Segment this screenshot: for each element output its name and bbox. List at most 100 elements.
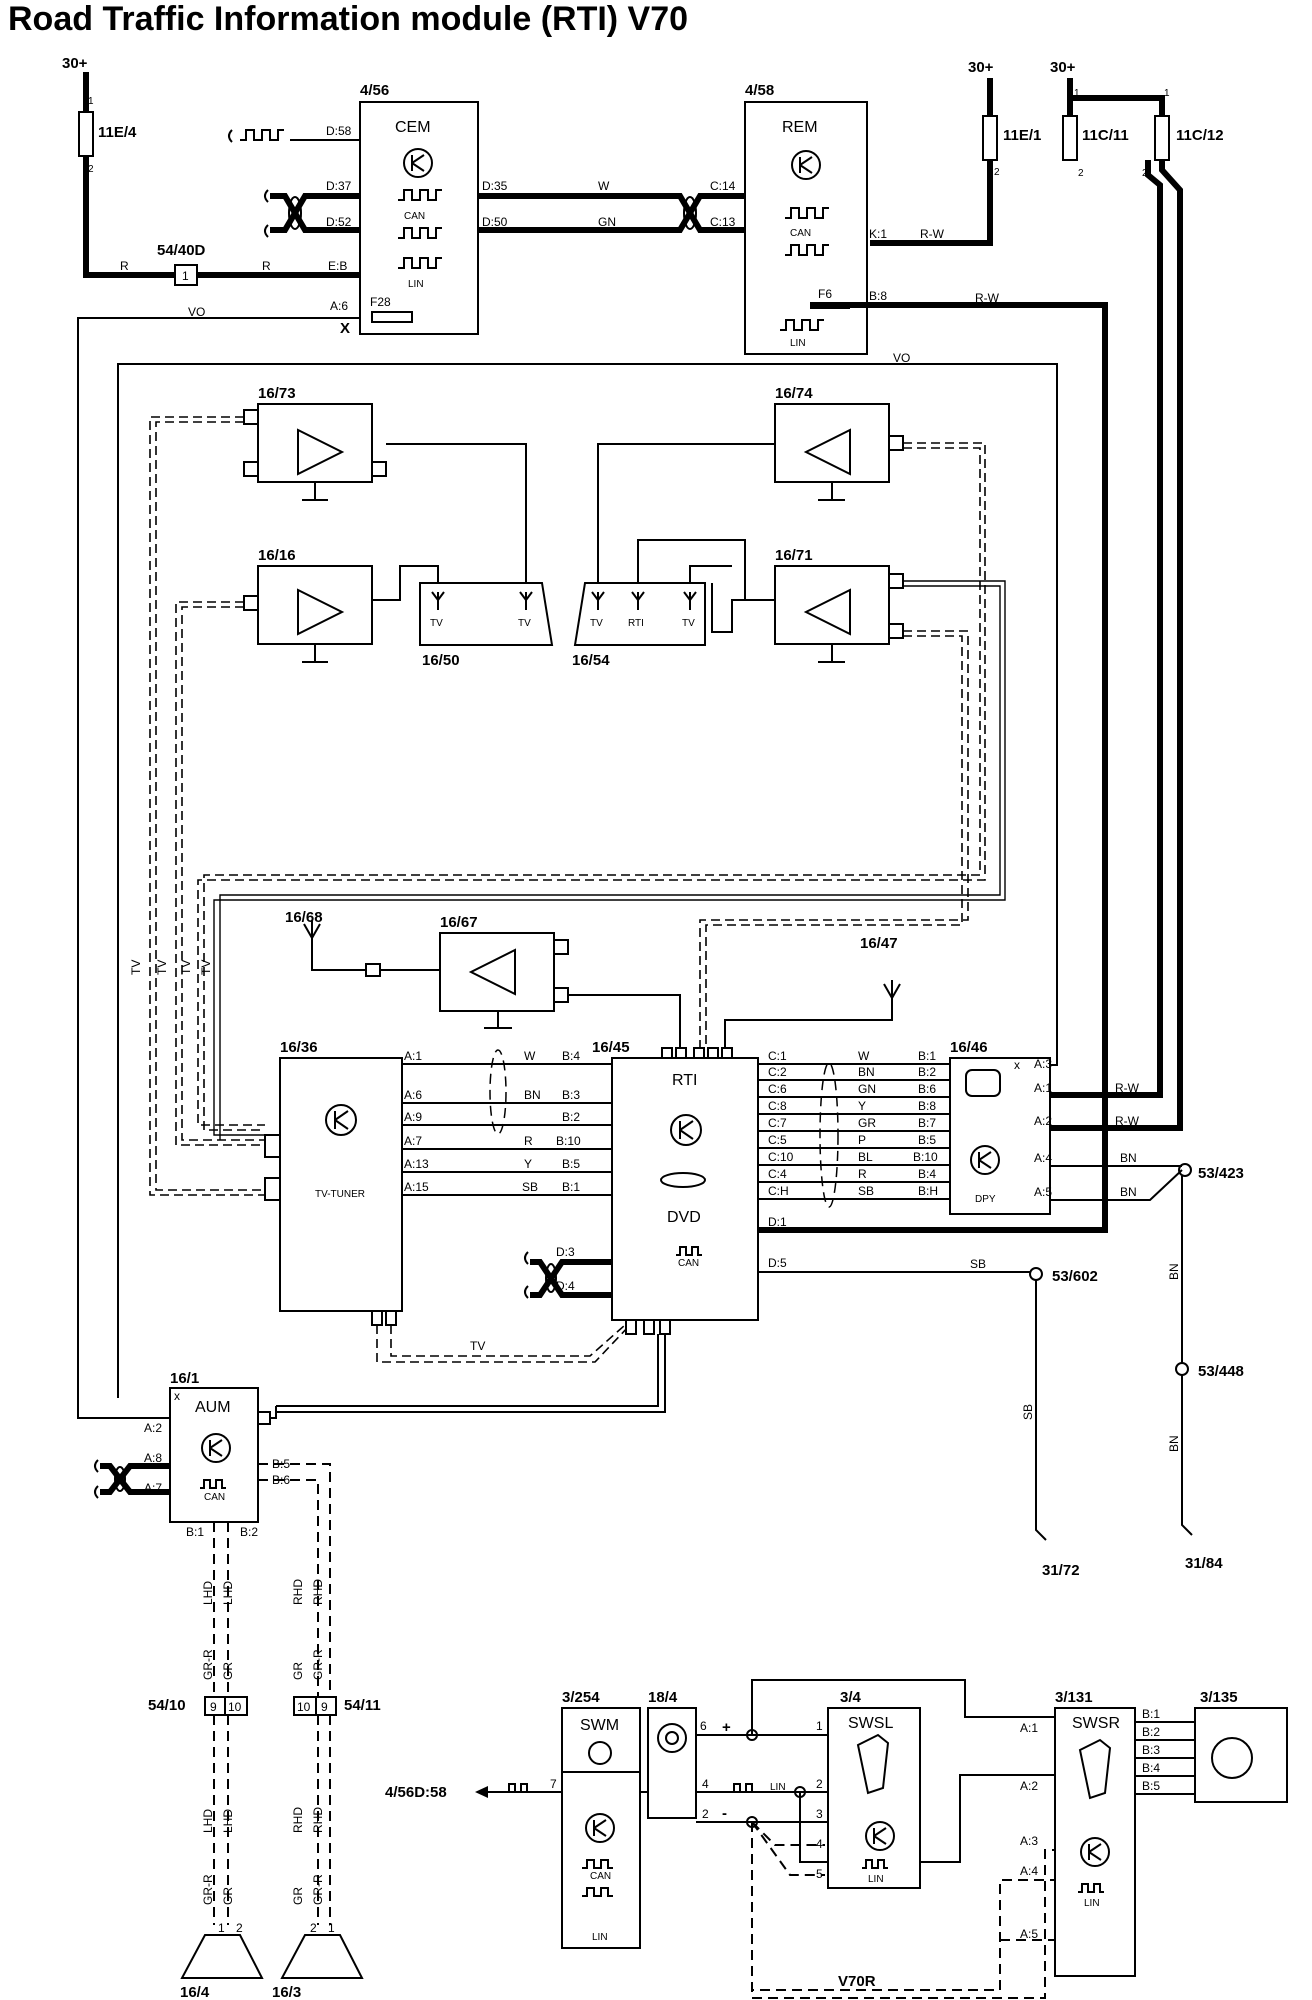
module-name: RTI xyxy=(672,1072,697,1089)
pin-label: A:5 xyxy=(1034,1185,1052,1199)
antenna-module xyxy=(573,582,706,646)
pin-label: K:1 xyxy=(869,227,887,241)
pin-label: B:8 xyxy=(918,1099,936,1113)
amp-box xyxy=(257,403,373,483)
external-ref: 4/56D:58 xyxy=(385,1784,447,1801)
module-id: 16/54 xyxy=(572,652,610,669)
connector-pin: 1 xyxy=(182,269,189,283)
module-id: 16/4 xyxy=(180,1984,210,2000)
transistor-icon xyxy=(334,1110,349,1130)
pin-label: 2 xyxy=(702,1807,709,1821)
cruise-switch-icon xyxy=(1211,1737,1253,1779)
wire-color: GN xyxy=(858,1082,876,1096)
supply-11c: 30+ 1 1 11C/11 2 11C/12 2 xyxy=(1050,59,1224,1131)
steering-wheel-icon xyxy=(588,1741,612,1765)
amplifier-16-74: 16/74 xyxy=(597,385,904,583)
ground-label: 31/84 xyxy=(1185,1555,1223,1572)
amplifier-icon xyxy=(468,948,516,996)
pin-label: B:1 xyxy=(1142,1707,1160,1721)
amp-box xyxy=(774,403,890,483)
antenna-16-68: 16/68 xyxy=(285,909,323,939)
ecu-icon xyxy=(670,1114,702,1146)
dvd-label: DVD xyxy=(667,1209,701,1226)
connector-pin: 9 xyxy=(210,1700,217,1714)
can-label: CAN xyxy=(678,1258,699,1269)
ground-label: 53/602 xyxy=(1052,1268,1098,1285)
supply-11e4: 30+ 11E/4 1 2 R 1 54/40D R xyxy=(62,55,360,286)
antenna-icon xyxy=(303,920,321,939)
pin-label: B:5 xyxy=(1142,1779,1160,1793)
pin-label: A:1 xyxy=(1020,1721,1038,1735)
pin-label: A:4 xyxy=(1020,1864,1038,1878)
wire-mark: X xyxy=(340,320,350,337)
wire-color: W xyxy=(858,1049,870,1063)
amplifier-icon xyxy=(297,588,345,636)
aum-16-1: 16/1 AUM CAN x A:2 A:8 A:7 B:5 B:6 B:1 B… xyxy=(94,1370,331,1700)
ecu-icon xyxy=(970,1145,1000,1175)
pin-label: B:2 xyxy=(918,1065,936,1079)
tuner-box xyxy=(279,1057,403,1312)
cruise-box xyxy=(1194,1707,1288,1803)
pin-label: 3 xyxy=(816,1807,823,1821)
pin-label: A:8 xyxy=(144,1451,162,1465)
wire-color: BL xyxy=(858,1150,873,1164)
amplifier-16-73: 16/73 xyxy=(243,385,527,583)
pin-label: B:4 xyxy=(918,1167,936,1181)
pin-label: A:3 xyxy=(1020,1834,1038,1848)
fuse-label: 11C/11 xyxy=(1082,127,1129,144)
module-id: 18/4 xyxy=(648,1689,678,1706)
antenna-icon xyxy=(591,591,605,610)
transistor-icon xyxy=(593,1819,607,1837)
fuse-pin: 2 xyxy=(88,164,94,175)
fuse-label: 11E/4 xyxy=(98,124,137,141)
amp-box xyxy=(774,565,890,645)
ground-splice xyxy=(1178,1163,1192,1177)
wire-color: SB xyxy=(858,1184,874,1198)
pin-label: B:1 xyxy=(918,1049,936,1063)
wire-color: Y xyxy=(524,1157,532,1171)
wire-color: Y xyxy=(858,1099,866,1113)
transistor-icon xyxy=(978,1151,992,1169)
antenna-icon xyxy=(431,591,445,610)
clock-spring-box xyxy=(647,1707,697,1819)
pin-label: D:3 xyxy=(556,1245,575,1259)
lin-label: LIN xyxy=(592,1932,608,1943)
ground-label: 31/72 xyxy=(1042,1562,1080,1579)
amplifier-16-16: 16/16 xyxy=(243,547,439,663)
module-id: 16/67 xyxy=(440,914,478,931)
wire-color: TV xyxy=(470,1339,485,1353)
antenna-module xyxy=(419,582,554,646)
pin-label: 4 xyxy=(702,1777,709,1791)
pin-label: B:2 xyxy=(1142,1725,1160,1739)
wire-label: RHD xyxy=(311,1579,325,1605)
pin-label: A:5 xyxy=(1020,1927,1038,1941)
swsr-3-131: 3/131 SWSR LIN A:1 A:2 A:3 A:4 A:5 xyxy=(1000,1689,1136,1977)
fuse-f6 xyxy=(810,302,850,309)
antenna-label: TV xyxy=(682,618,695,629)
can-label: CAN xyxy=(590,1871,611,1882)
wire-color: R xyxy=(858,1167,867,1181)
connector-pin: 9 xyxy=(321,1700,328,1714)
module-id: 16/3 xyxy=(272,1984,301,2000)
fuse-11c12 xyxy=(1154,115,1170,161)
disc-icon xyxy=(660,1172,706,1188)
rem-box xyxy=(744,101,868,355)
pin-label: A:13 xyxy=(404,1157,429,1171)
ecu-icon xyxy=(403,148,433,178)
can-signal-icon xyxy=(676,1246,702,1256)
wire-color: GR-R xyxy=(311,1874,325,1905)
module-id: 16/16 xyxy=(258,547,296,564)
pin-label: D:50 xyxy=(482,215,508,229)
pin-label: 6 xyxy=(700,1719,707,1733)
pin-label: B:8 xyxy=(869,289,887,303)
amplifier-icon xyxy=(297,428,345,476)
pin-label: C:4 xyxy=(768,1167,787,1181)
antenna-icon xyxy=(631,591,645,610)
wire-color: R-W xyxy=(975,291,1000,305)
connector-pin: 10 xyxy=(297,1700,311,1714)
wire-color: BN xyxy=(858,1065,875,1079)
speaker-16-3: 2 1 16/3 xyxy=(272,1921,364,2000)
can-signal-icon xyxy=(582,1859,613,1869)
module-id: 16/1 xyxy=(170,1370,199,1387)
